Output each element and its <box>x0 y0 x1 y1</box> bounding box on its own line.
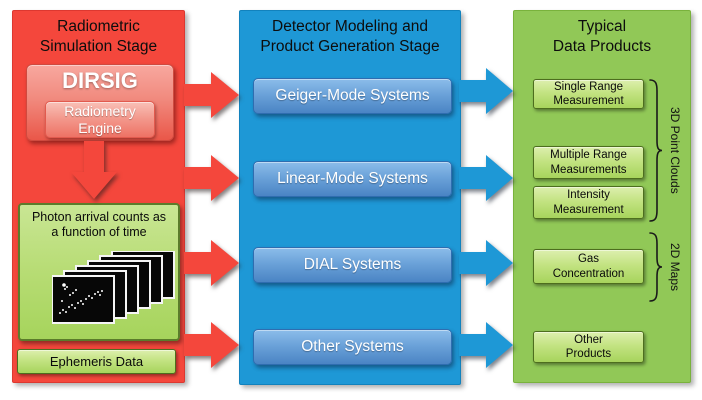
blue-arrow-row3 <box>459 240 513 286</box>
red-arrow-row4 <box>184 322 239 368</box>
dirsig-label: DIRSIG <box>62 68 138 93</box>
photon-frame-stack-image <box>52 251 175 324</box>
stage-radiometric-simulation: Radiometric Simulation Stage DIRSIG Radi… <box>12 10 185 383</box>
system-box-linear-mode: Linear-Mode Systems <box>253 161 452 197</box>
brace-3d-point-clouds <box>649 79 663 222</box>
system-box-other: Other Systems <box>253 329 452 365</box>
photon-caption: Photon arrival counts as a function of t… <box>31 210 167 240</box>
blue-arrow-row4 <box>459 322 513 368</box>
ephemeris-data-box: Ephemeris Data <box>17 349 176 374</box>
stage3-title: Typical Data Products <box>552 18 652 55</box>
group-label-2d-maps: 2D Maps <box>668 242 682 292</box>
stage2-title: Detector Modeling and Product Generation… <box>260 18 440 55</box>
red-arrow-row3 <box>184 240 239 286</box>
red-arrow-row2 <box>184 155 239 201</box>
photon-counts-box: Photon arrival counts as a function of t… <box>18 203 180 341</box>
red-arrow-row1 <box>184 72 239 118</box>
dirsig-box: DIRSIG Radiometry Engine <box>26 64 174 141</box>
stage-detector-modeling: Detector Modeling and Product Generation… <box>239 10 461 385</box>
image-frame-front <box>52 275 115 324</box>
system-box-dial: DIAL Systems <box>253 247 452 283</box>
blue-arrow-row1 <box>459 68 513 114</box>
system-box-geiger-mode: Geiger-Mode Systems <box>253 78 452 114</box>
brace-2d-maps <box>649 232 663 302</box>
group-label-3d-point-clouds: 3D Point Clouds <box>668 107 682 194</box>
radiometry-engine-box: Radiometry Engine <box>45 101 155 138</box>
stage1-title: Radiometric Simulation Stage <box>39 18 158 55</box>
blue-arrow-row2 <box>459 155 513 201</box>
